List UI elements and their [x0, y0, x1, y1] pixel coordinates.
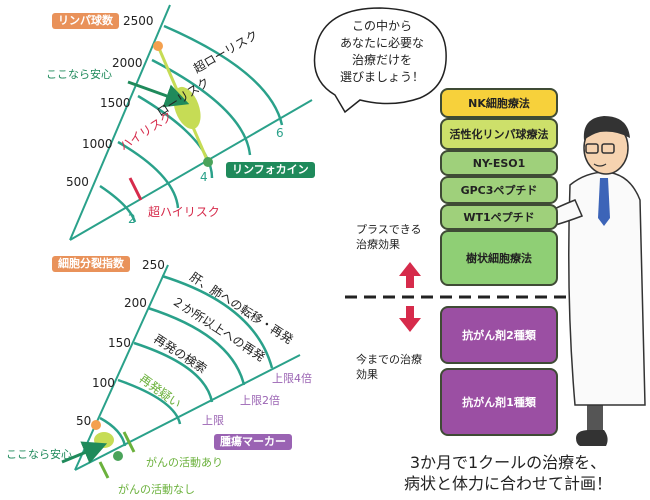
treatment-chemo-1: 抗がん剤1種類 — [440, 368, 558, 436]
tumor-marker-tag: 腫瘍マーカー — [214, 434, 292, 450]
axis-value-2500: 2500 — [123, 14, 154, 28]
very-high-risk-label: 超ハイリスク — [148, 205, 220, 219]
caption-line: 3か月で1クールの治療を、 — [409, 453, 607, 472]
treatment-label: 樹状細胞療法 — [466, 252, 532, 265]
axis-value-500: 500 — [66, 175, 89, 189]
prev-label-line: 効果 — [356, 368, 378, 381]
axis-value-1500: 1500 — [100, 96, 131, 110]
bottom-caption: 3か月で1クールの治療を、 病状と体力に合わせて計画！ — [378, 452, 638, 494]
treatment-label: 活性化リンパ球療法 — [449, 128, 549, 141]
safe-label-bottom: ここなら安心 — [6, 448, 72, 461]
speech-line: 選びましょう！ — [339, 70, 424, 84]
doctor-mouth — [593, 163, 607, 167]
arc — [147, 306, 246, 386]
doctor-tie — [598, 178, 610, 226]
doctor-hair — [583, 116, 630, 140]
arc — [99, 184, 137, 223]
safe-arrow — [127, 80, 190, 108]
arc — [117, 140, 180, 209]
caption-line: 病状と体力に合わせて計画！ — [403, 474, 612, 493]
treatment-gpc3: GPC3ペプチド — [440, 176, 558, 204]
treatment-label: 抗がん剤2種類 — [462, 329, 536, 342]
speech-bubble — [313, 7, 447, 114]
cancer-inactive-label: がんの活動なし — [118, 483, 195, 496]
cd-value-250: 250 — [142, 258, 165, 272]
plus-arrow-icon — [399, 262, 421, 288]
speech-line: 治療だけを — [351, 53, 412, 67]
lymphokine-axis-line — [69, 99, 313, 241]
cancer-active-label: がんの活動あり — [146, 456, 223, 469]
lymphocyte-axis-tag: リンパ球数 — [52, 13, 119, 29]
cd-value-200: 200 — [124, 296, 147, 310]
marker-axis-line — [74, 354, 301, 471]
treatment-label: NK細胞療法 — [468, 97, 530, 110]
treatment-activated-lymphocyte: 活性化リンパ球療法 — [440, 118, 558, 150]
lymphocyte-fan-diagram — [69, 4, 313, 241]
cd-value-100: 100 — [92, 376, 115, 390]
safe-arrow-2 — [61, 441, 108, 464]
limit-2x: 上限2倍 — [240, 394, 280, 407]
treatment-label: 抗がん剤1種類 — [462, 396, 536, 409]
lymphokine-tick-4: 4 — [200, 170, 208, 184]
plus-effect-label: プラスできる 治療効果 — [356, 222, 422, 252]
treatment-label: GPC3ペプチド — [460, 184, 538, 197]
doctor-shoe — [576, 430, 608, 446]
cell-division-axis-line — [74, 264, 169, 471]
arc — [133, 341, 214, 403]
limit-1x: 上限 — [202, 414, 224, 427]
axis-value-1000: 1000 — [82, 137, 113, 151]
arc — [163, 24, 284, 126]
treatment-nk-cell: NK細胞療法 — [440, 88, 558, 118]
safe-zone-blob-2 — [94, 432, 114, 448]
cell-division-axis-tag: 細胞分裂指数 — [52, 256, 130, 272]
cell-point — [91, 420, 101, 430]
cancer-active-mark — [122, 431, 136, 453]
marker-point — [113, 451, 123, 461]
lymphocyte-axis-line — [69, 4, 171, 241]
lymphokine-axis-tag: リンフォカイン — [226, 162, 315, 178]
cd-value-50: 50 — [76, 414, 92, 428]
safe-label-top: ここなら安心 — [46, 68, 112, 81]
lymphokine-tick-6: 6 — [276, 126, 284, 140]
very-high-risk-mark — [128, 177, 143, 201]
down-arrow-icon — [399, 306, 421, 332]
lymphocyte-point — [153, 41, 163, 51]
plus-label-line: 治療効果 — [356, 238, 400, 251]
axis-value-2000: 2000 — [112, 56, 143, 70]
cancer-inactive-mark — [98, 461, 110, 479]
doctor-coat — [568, 171, 646, 406]
doctor-glasses-right — [601, 143, 615, 154]
treatment-chemo-2: 抗がん剤2種類 — [440, 306, 558, 364]
previous-effect-label: 今までの治療 効果 — [356, 352, 422, 382]
prev-label-line: 今までの治療 — [356, 353, 422, 366]
arc — [151, 58, 252, 156]
treatment-wt1: WT1ペプチド — [440, 204, 558, 230]
plus-label-line: プラスできる — [356, 223, 422, 236]
arc — [137, 94, 214, 179]
cell-division-fan-diagram — [61, 264, 301, 479]
cd-value-150: 150 — [108, 336, 131, 350]
arc — [161, 274, 274, 369]
limit-4x: 上限4倍 — [272, 372, 312, 385]
speech-line: あなたに必要な — [339, 36, 424, 50]
arc — [117, 378, 182, 425]
treatment-ny-eso1: NY-ESO1 — [440, 150, 558, 176]
speech-line: この中から — [351, 19, 412, 33]
treatment-label: WT1ペプチド — [463, 211, 535, 224]
arc — [99, 416, 127, 447]
speech-bubble-text: この中から あなたに必要な 治療だけを 選びましょう！ — [326, 18, 438, 86]
doctor-illustration — [532, 116, 646, 446]
treatment-label: NY-ESO1 — [472, 156, 526, 170]
lymphokine-point — [203, 157, 213, 167]
lymphokine-tick-2: 2 — [128, 212, 136, 226]
doctor-glasses-left — [585, 143, 599, 154]
treatment-dendritic-cell: 樹状細胞療法 — [440, 230, 558, 286]
